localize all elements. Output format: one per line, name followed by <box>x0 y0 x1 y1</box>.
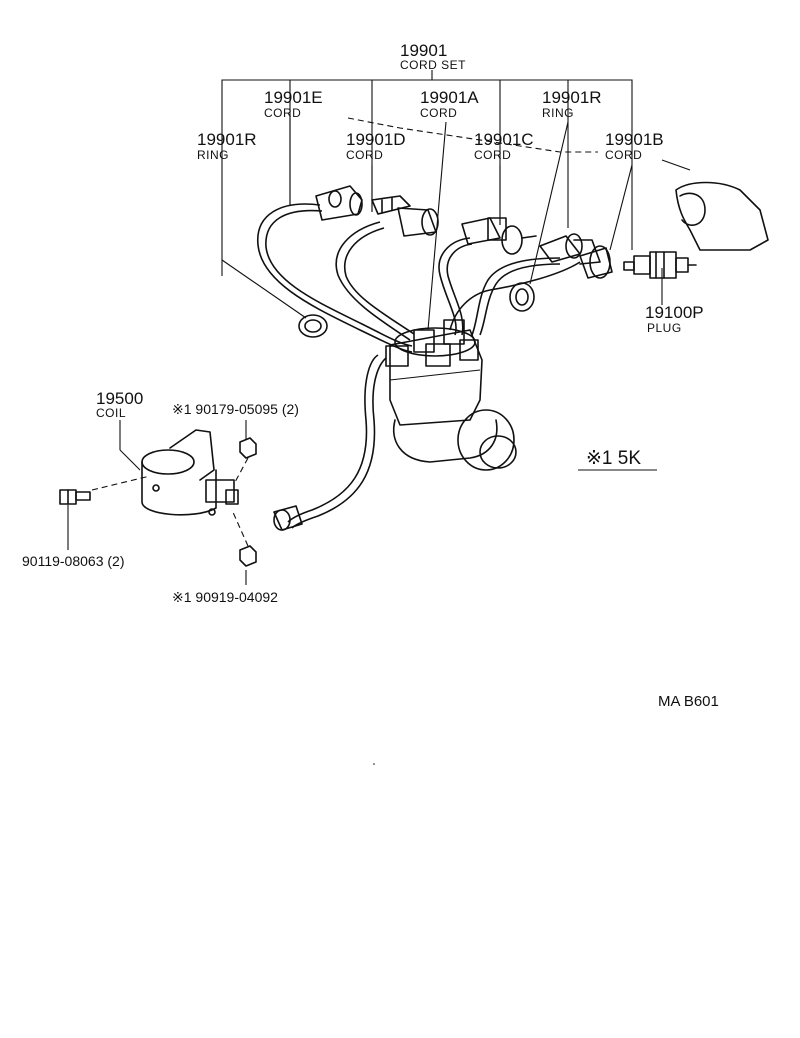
plug-boot-a <box>539 233 601 265</box>
label-cord-d-pn: 19901D <box>346 130 406 149</box>
distributor <box>385 319 517 471</box>
coil-boot <box>273 505 303 531</box>
label-engine-note: ※1 5K <box>586 448 641 469</box>
label-cord-b-pn: 19901B <box>605 130 664 149</box>
label-cord-c-pn: 19901C <box>474 130 534 149</box>
label-cord-set-pn: 19901 <box>400 41 447 60</box>
label-diagram-code: MA B601 <box>658 693 719 710</box>
label-plug-pn: 19100P <box>645 303 704 322</box>
plug-boot-b <box>579 245 613 279</box>
nut-lower <box>231 509 257 567</box>
label-cord-a-name: CORD <box>420 106 457 120</box>
nut-upper <box>233 437 257 485</box>
label-cord-c-name: CORD <box>474 148 511 162</box>
water-outlet-housing <box>661 159 769 251</box>
label-coil-name: COIL <box>96 406 126 420</box>
ring-right <box>509 282 535 312</box>
label-cord-e-name: CORD <box>264 106 301 120</box>
label-bolt: 90119-08063 (2) <box>22 553 124 569</box>
plug-boot-c <box>461 217 537 255</box>
label-cord-a-pn: 19901A <box>420 88 479 107</box>
plug-boot-d <box>371 195 439 237</box>
ring-left <box>298 314 328 338</box>
label-ring-right-name: RING <box>542 106 574 120</box>
speck <box>373 763 375 765</box>
label-ring-left-name: RING <box>197 148 229 162</box>
bolt <box>59 489 91 505</box>
label-nut-upper: ※1 90179-05095 (2) <box>172 401 299 417</box>
ignition-cords <box>257 203 581 529</box>
ignition-coil <box>91 429 239 516</box>
spark-plug <box>623 251 697 279</box>
label-coil-pn: 19500 <box>96 389 143 408</box>
label-plug-name: PLUG <box>647 321 682 335</box>
label-cord-b-name: CORD <box>605 148 642 162</box>
label-cord-e-pn: 19901E <box>264 88 323 107</box>
label-cord-d-name: CORD <box>346 148 383 162</box>
label-nut-lower: ※1 90919-04092 <box>172 589 278 605</box>
label-cord-set-name: CORD SET <box>400 58 466 72</box>
plug-boot-e <box>315 185 363 221</box>
leader-lines <box>67 70 663 585</box>
label-ring-right-pn: 19901R <box>542 88 602 107</box>
label-ring-left-pn: 19901R <box>197 130 257 149</box>
